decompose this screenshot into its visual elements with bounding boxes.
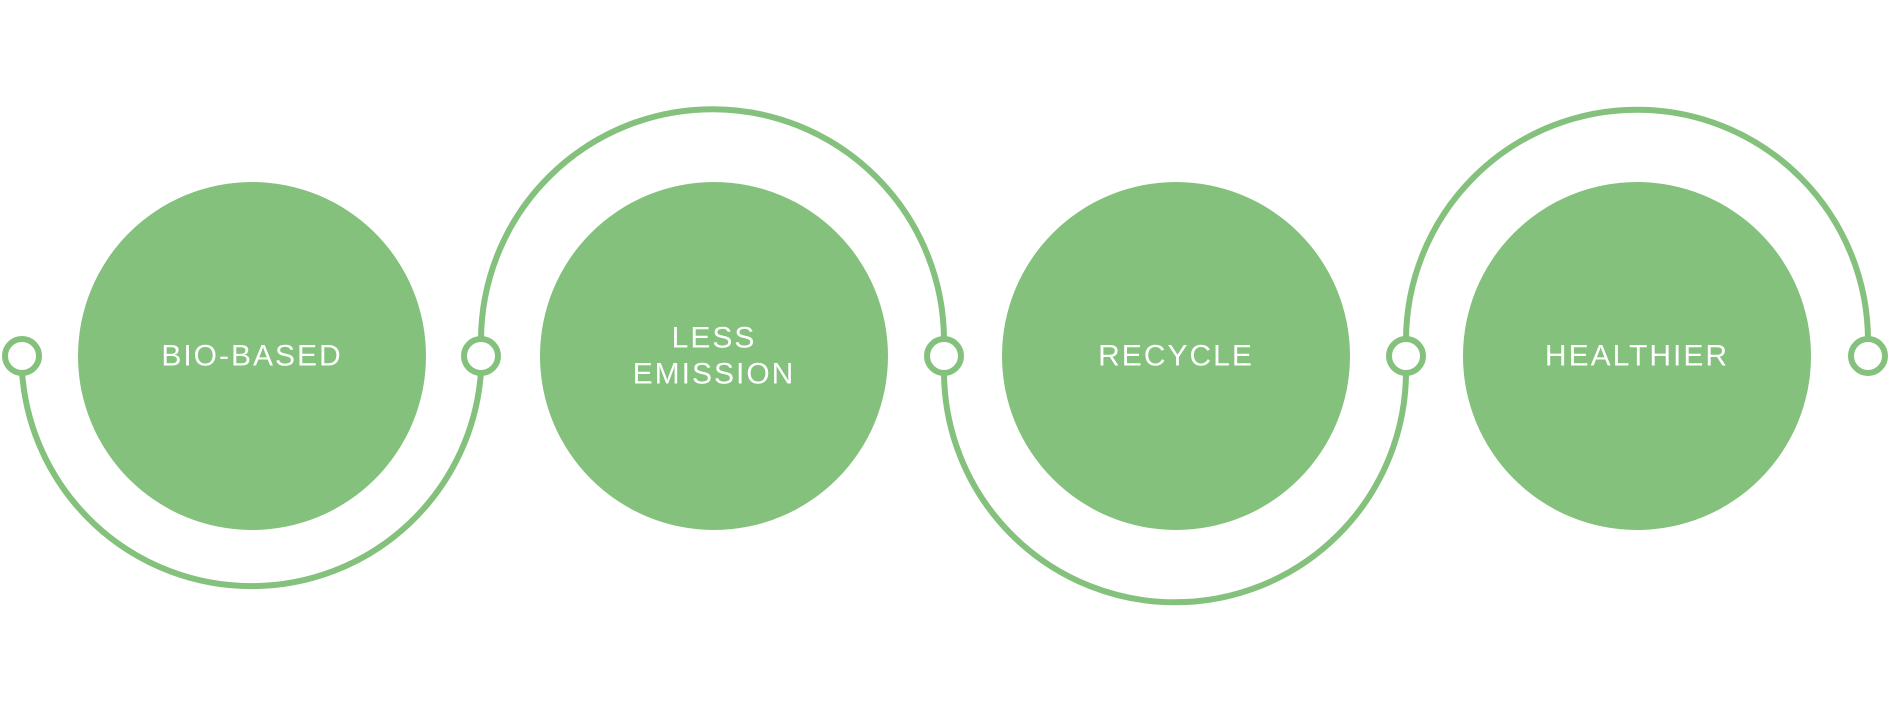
step-label: BIO-BASED (161, 340, 342, 373)
connector-arc-top (1403, 106, 1871, 341)
connector-arcs (19, 106, 1871, 606)
step-3: RECYCLE (1002, 182, 1350, 530)
step-circle (1463, 182, 1811, 530)
step-label: RECYCLE (1098, 340, 1254, 373)
step-4: HEALTHIER (1463, 182, 1811, 530)
step-circle (540, 182, 888, 530)
connector-node (924, 336, 964, 376)
connector-node (2, 336, 42, 376)
step-label: EMISSION (633, 358, 796, 391)
connector-nodes (2, 336, 1888, 376)
connector-arc-top (478, 106, 947, 341)
step-label: LESS (672, 322, 757, 355)
connector-node (1848, 336, 1888, 376)
connector-arc-bottom (941, 371, 1409, 606)
connector-node (461, 336, 501, 376)
step-circle (78, 182, 426, 530)
step-1: BIO-BASED (78, 182, 426, 530)
step-label: HEALTHIER (1545, 340, 1729, 373)
connector-arc-bottom (19, 371, 484, 590)
connector-node (1386, 336, 1426, 376)
step-circle (1002, 182, 1350, 530)
